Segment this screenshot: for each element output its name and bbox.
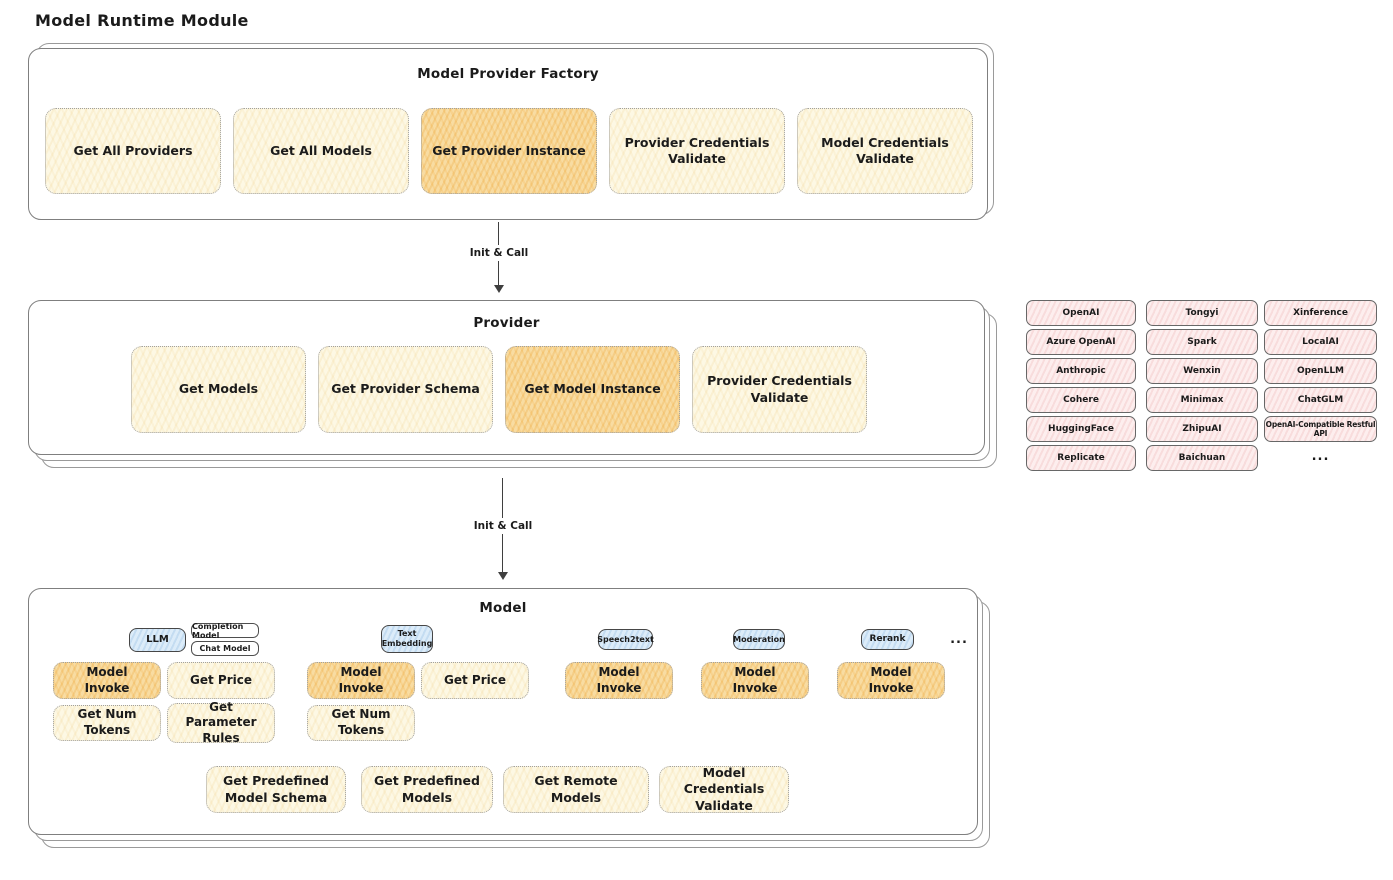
button-get-provider-instance: Get Provider Instance: [421, 108, 597, 194]
chip-spark: Spark: [1146, 329, 1258, 355]
model-more-ellipsis: ...: [950, 632, 968, 647]
chip-cohere: Cohere: [1026, 387, 1136, 413]
button-model-invoke-speech2text: Model Invoke: [565, 662, 673, 699]
chip-openai-compatible-restful-api: OpenAI-Compatible Restful API: [1264, 416, 1377, 442]
tag-completion-model: Completion Model: [191, 622, 259, 640]
button-get-all-models: Get All Models: [233, 108, 409, 194]
tag-text-embedding: Text Embedding: [381, 625, 433, 653]
button-get-num-tokens-text-embedding: Get Num Tokens: [307, 705, 415, 741]
chip-minimax: Minimax: [1146, 387, 1258, 413]
arrow-provider-to-model: Init & Call: [468, 478, 538, 580]
arrow-factory-to-provider: Init & Call: [464, 222, 534, 293]
page-title: Model Runtime Module: [35, 11, 249, 30]
button-get-price-text-embedding: Get Price: [421, 662, 529, 699]
tag-moderation: Moderation: [733, 629, 785, 650]
tag-speech2text: Speech2text: [597, 629, 654, 650]
tag-rerank: Rerank: [861, 629, 914, 650]
chip-wenxin: Wenxin: [1146, 358, 1258, 384]
arrow-head-icon: [498, 572, 508, 580]
provider-more-ellipsis: ...: [1311, 449, 1330, 464]
arrow-label-init-call-1: Init & Call: [464, 245, 534, 261]
model-title: Model: [479, 600, 527, 616]
provider-chip-column-2: Tongyi Spark Wenxin Minimax ZhipuAI Baic…: [1146, 300, 1258, 471]
chip-huggingface: HuggingFace: [1026, 416, 1136, 442]
button-provider-credentials-validate-factory: Provider Credentials Validate: [609, 108, 785, 194]
model-box: Model LLM Completion Model Chat Model Te…: [28, 588, 978, 835]
factory-box: Model Provider Factory Get All Providers…: [28, 48, 988, 220]
button-get-parameter-rules: Get Parameter Rules: [167, 700, 275, 745]
chip-azure-openai: Azure OpenAI: [1026, 329, 1136, 355]
chip-openllm: OpenLLM: [1264, 358, 1377, 384]
button-model-invoke-llm: Model Invoke: [53, 662, 161, 699]
chip-anthropic: Anthropic: [1026, 358, 1136, 384]
chip-localai: LocalAI: [1264, 329, 1377, 355]
button-get-price-llm: Get Price: [167, 662, 275, 699]
chip-openai: OpenAI: [1026, 300, 1136, 326]
button-model-invoke-text-embedding: Model Invoke: [307, 662, 415, 699]
provider-chip-column-1: OpenAI Azure OpenAI Anthropic Cohere Hug…: [1026, 300, 1136, 471]
tag-llm: LLM: [129, 628, 186, 652]
button-provider-credentials-validate-provider: Provider Credentials Validate: [692, 346, 867, 433]
button-get-num-tokens-llm: Get Num Tokens: [53, 705, 161, 741]
button-get-model-instance: Get Model Instance: [505, 346, 680, 433]
tag-chat-model: Chat Model: [191, 641, 259, 656]
provider-title: Provider: [473, 315, 540, 331]
chip-chatglm: ChatGLM: [1264, 387, 1377, 413]
button-get-predefined-model-schema: Get Predefined Model Schema: [206, 766, 346, 813]
chip-zhipuai: ZhipuAI: [1146, 416, 1258, 442]
provider-box: Provider Get Models Get Provider Schema …: [28, 300, 985, 455]
button-model-invoke-moderation: Model Invoke: [701, 662, 809, 699]
arrow-label-init-call-2: Init & Call: [468, 518, 538, 534]
chip-xinference: Xinference: [1264, 300, 1377, 326]
chip-replicate: Replicate: [1026, 445, 1136, 471]
button-get-predefined-models: Get Predefined Models: [361, 766, 493, 813]
provider-chip-column-3: Xinference LocalAI OpenLLM ChatGLM OpenA…: [1264, 300, 1377, 442]
chip-tongyi: Tongyi: [1146, 300, 1258, 326]
button-get-remote-models: Get Remote Models: [503, 766, 649, 813]
button-model-invoke-rerank: Model Invoke: [837, 662, 945, 699]
button-model-credentials-validate-factory: Model Credentials Validate: [797, 108, 973, 194]
button-get-all-providers: Get All Providers: [45, 108, 221, 194]
button-model-credentials-validate-model: Model Credentials Validate: [659, 765, 789, 813]
button-get-models: Get Models: [131, 346, 306, 433]
chip-baichuan: Baichuan: [1146, 445, 1258, 471]
arrow-head-icon: [494, 285, 504, 293]
button-get-provider-schema: Get Provider Schema: [318, 346, 493, 433]
factory-title: Model Provider Factory: [417, 66, 599, 82]
tag-llm-subtypes: Completion Model Chat Model: [191, 622, 259, 656]
